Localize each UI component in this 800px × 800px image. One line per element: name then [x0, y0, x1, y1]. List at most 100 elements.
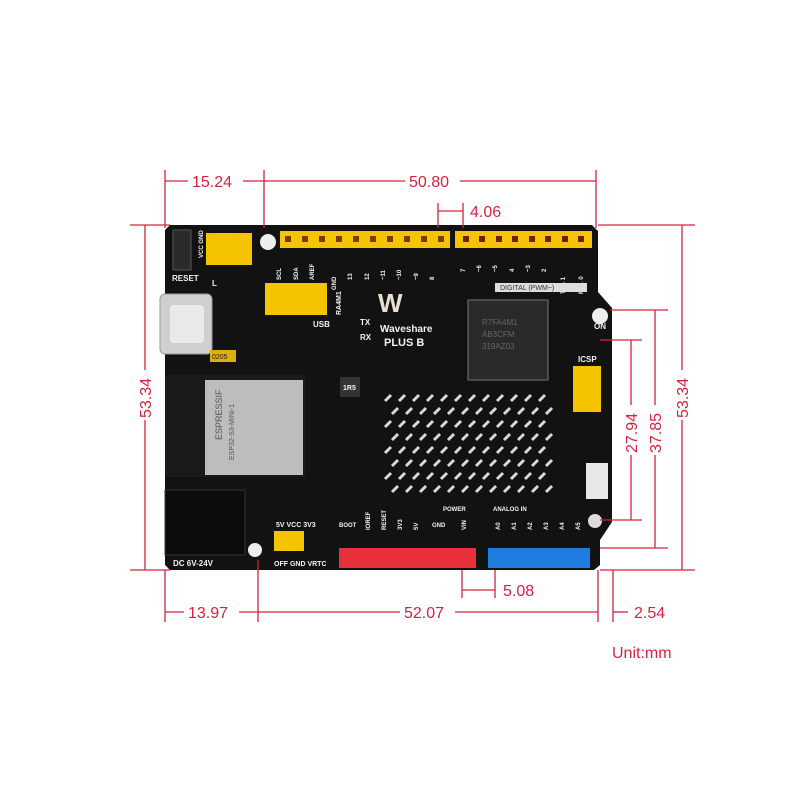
matrix-led	[523, 445, 533, 455]
matrix-led	[425, 445, 435, 455]
matrix-led	[488, 484, 498, 494]
matrix-led	[404, 458, 414, 468]
svg-text:~6: ~6	[477, 264, 483, 272]
svg-text:8: 8	[430, 276, 436, 280]
matrix-led	[502, 406, 512, 416]
matrix-led	[460, 458, 470, 468]
matrix-led	[509, 471, 519, 481]
dc-label: DC 6V-24V	[173, 559, 214, 568]
matrix-led	[460, 406, 470, 416]
svg-text:A5: A5	[576, 522, 582, 530]
dim-2-54: 2.54	[634, 605, 665, 622]
matrix-led	[481, 393, 491, 403]
dim-5-08: 5.08	[503, 583, 534, 600]
matrix-led	[383, 471, 393, 481]
matrix-led	[397, 393, 407, 403]
matrix-led	[467, 471, 477, 481]
svg-text:GND: GND	[432, 523, 446, 529]
matrix-led	[418, 484, 428, 494]
matrix-led	[495, 471, 505, 481]
matrix-led	[481, 419, 491, 429]
matrix-led	[502, 432, 512, 442]
matrix-led	[383, 393, 393, 403]
matrix-led	[446, 458, 456, 468]
led-matrix	[383, 393, 554, 494]
svg-text:~10: ~10	[397, 269, 403, 280]
model-label: PLUS B	[384, 337, 424, 349]
dim-27-94: 27.94	[624, 413, 641, 453]
mounting-hole	[592, 308, 608, 324]
matrix-led	[509, 419, 519, 429]
matrix-led	[439, 471, 449, 481]
dim-50-80: 50.80	[409, 174, 449, 191]
matrix-led	[516, 432, 526, 442]
matrix-led	[390, 458, 400, 468]
matrix-led	[537, 471, 547, 481]
matrix-led	[397, 471, 407, 481]
matrix-led	[509, 445, 519, 455]
matrix-led	[390, 406, 400, 416]
matrix-led	[467, 419, 477, 429]
svg-text:13: 13	[348, 273, 354, 280]
matrix-led	[530, 432, 540, 442]
svg-text:GND: GND	[332, 276, 338, 290]
svg-text:2: 2	[542, 268, 548, 272]
matrix-led	[537, 445, 547, 455]
svg-text:A3: A3	[544, 522, 550, 530]
rx-label: RX	[360, 333, 372, 342]
matrix-led	[488, 432, 498, 442]
matrix-led	[474, 432, 484, 442]
dim-52-07: 52.07	[404, 605, 444, 622]
matrix-led	[453, 471, 463, 481]
analog-header	[488, 548, 590, 568]
matrix-led	[397, 445, 407, 455]
matrix-led	[460, 484, 470, 494]
esp32-module: ESPRESSIF ESP32-S3-MINI-1	[165, 375, 305, 477]
svg-text:~11: ~11	[381, 269, 387, 280]
connector	[586, 463, 608, 499]
svg-text:W: W	[378, 288, 403, 318]
power-header	[339, 548, 476, 568]
power-label: POWER	[443, 507, 466, 513]
matrix-led	[404, 484, 414, 494]
matrix-led	[488, 458, 498, 468]
matrix-led	[425, 419, 435, 429]
svg-text:~5: ~5	[493, 264, 499, 272]
matrix-led	[453, 419, 463, 429]
matrix-led	[537, 419, 547, 429]
matrix-led	[502, 484, 512, 494]
matrix-led	[446, 484, 456, 494]
svg-text:5V: 5V	[414, 523, 420, 530]
matrix-led	[390, 432, 400, 442]
svg-text:4: 4	[510, 268, 516, 272]
matrix-led	[411, 471, 421, 481]
matrix-led	[411, 445, 421, 455]
dc-jack	[164, 489, 246, 556]
jumper-bottom-label: OFF GND VRTC	[274, 561, 327, 568]
brand-label: Waveshare	[380, 324, 433, 335]
usb-label: USB	[313, 320, 330, 329]
matrix-led	[446, 432, 456, 442]
matrix-led	[418, 432, 428, 442]
matrix-led	[467, 393, 477, 403]
matrix-led	[383, 445, 393, 455]
svg-text:12: 12	[365, 273, 371, 280]
svg-text:A1: A1	[512, 522, 518, 530]
matrix-led	[544, 406, 554, 416]
svg-text:BOOT: BOOT	[339, 523, 357, 529]
matrix-led	[530, 406, 540, 416]
matrix-led	[418, 406, 428, 416]
matrix-led	[516, 458, 526, 468]
dim-4-06: 4.06	[470, 204, 501, 221]
matrix-led	[446, 406, 456, 416]
matrix-led	[383, 419, 393, 429]
matrix-led	[425, 471, 435, 481]
digital-label: DIGITAL (PWM~)	[500, 285, 554, 292]
icsp-label: ICSP	[578, 355, 597, 364]
svg-text:AB3CFM: AB3CFM	[482, 330, 515, 339]
svg-text:SDA: SDA	[294, 267, 300, 280]
matrix-led	[453, 445, 463, 455]
matrix-led	[432, 458, 442, 468]
power-pin-labels: BOOT IOREF RESET 3V3 5V GND VIN	[339, 510, 468, 530]
dim-53-34-right: 53.34	[675, 378, 692, 418]
